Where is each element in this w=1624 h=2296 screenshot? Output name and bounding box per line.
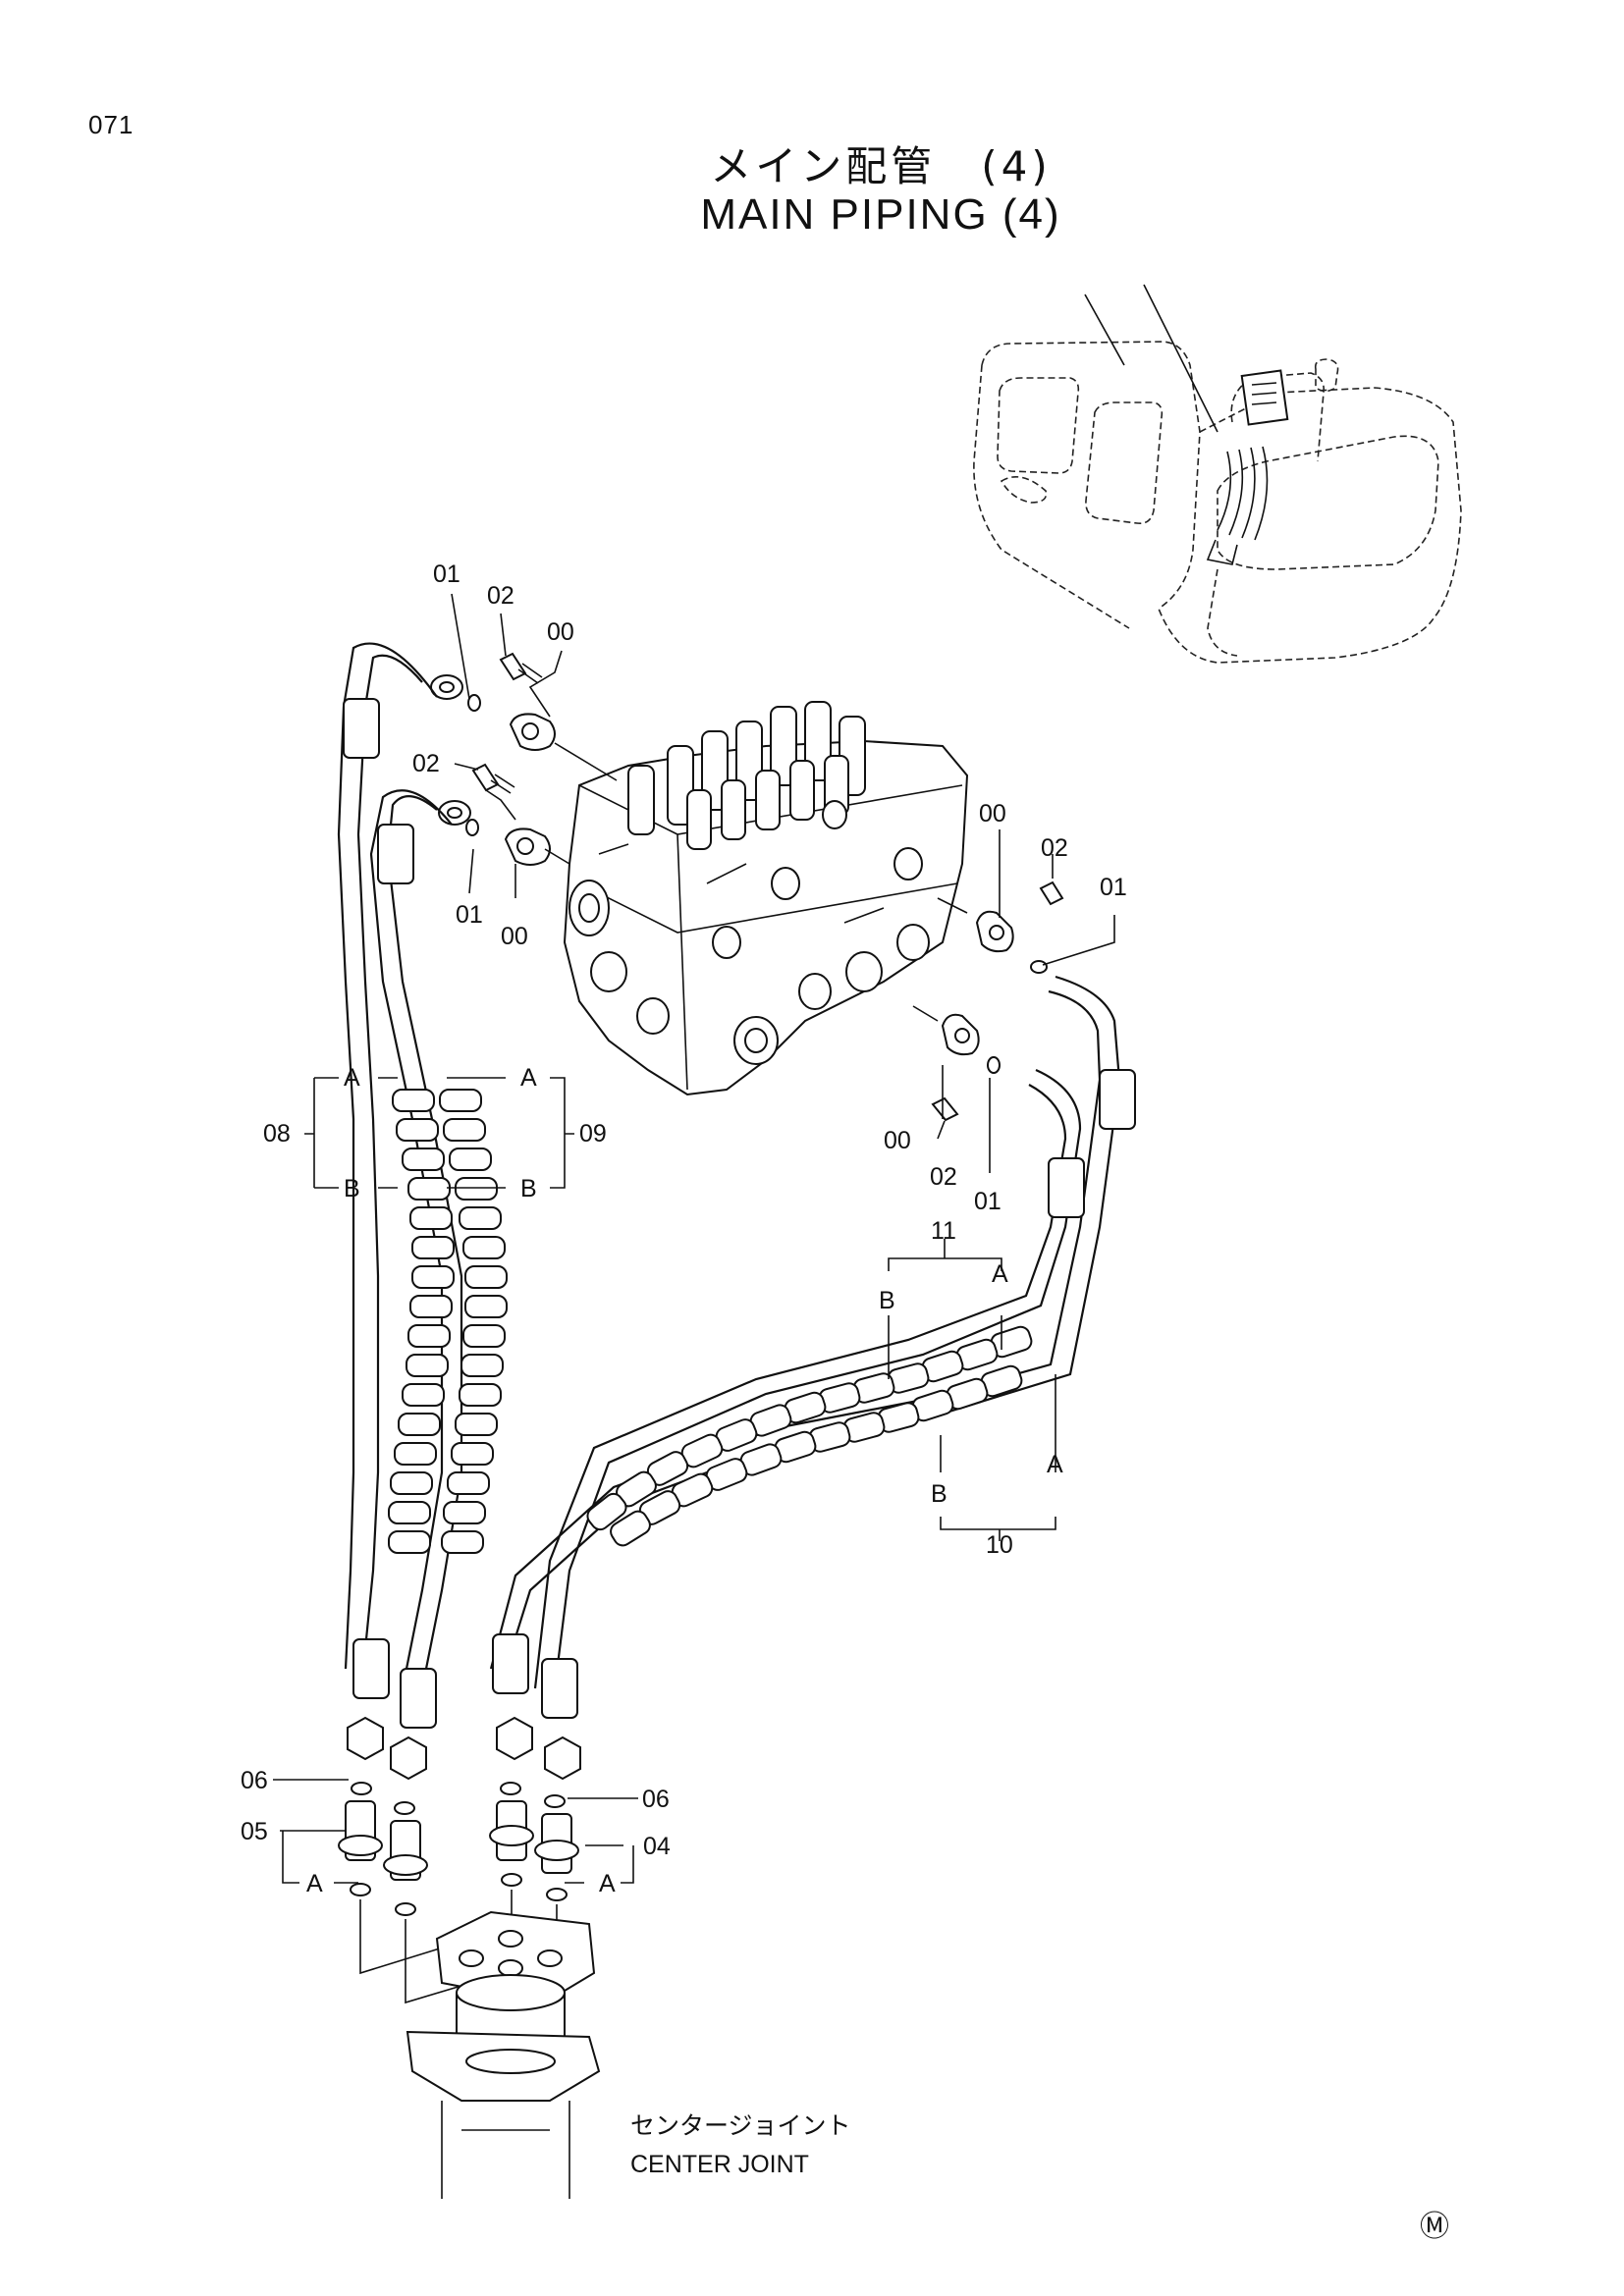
label-00-mid: 00 bbox=[501, 923, 528, 950]
label-02-right-top: 02 bbox=[1041, 834, 1068, 862]
label-02-top: 02 bbox=[487, 582, 514, 610]
label-01-mid: 01 bbox=[456, 901, 483, 929]
label-10-b: B bbox=[931, 1480, 947, 1508]
label-11: 11 bbox=[931, 1217, 956, 1245]
label-09-b: B bbox=[520, 1175, 537, 1202]
label-10-a: A bbox=[1047, 1451, 1063, 1478]
label-04: 04 bbox=[643, 1833, 671, 1860]
center-joint-illustration bbox=[406, 1910, 601, 2199]
label-00-right-top: 00 bbox=[979, 800, 1006, 828]
label-01-right-top: 01 bbox=[1100, 874, 1127, 901]
adapters-and-orings bbox=[338, 1716, 581, 2004]
label-04-a: A bbox=[599, 1870, 616, 1897]
label-01-top: 01 bbox=[433, 561, 460, 588]
hose-10 bbox=[489, 975, 1136, 1694]
label-08-a: A bbox=[344, 1064, 360, 1092]
label-08-b: B bbox=[344, 1175, 360, 1202]
label-05-a: A bbox=[306, 1870, 323, 1897]
label-09-a: A bbox=[520, 1064, 537, 1092]
label-09: 09 bbox=[579, 1120, 607, 1148]
m-mark: Ⓜ bbox=[1420, 2210, 1449, 2244]
label-00-right-bottom: 00 bbox=[884, 1127, 911, 1154]
label-11-a: A bbox=[992, 1260, 1008, 1288]
part-labels: 01 02 00 02 01 00 00 02 01 00 02 01 A B … bbox=[241, 561, 1449, 2244]
spiral-guard-left bbox=[388, 1089, 508, 1554]
label-00-top: 00 bbox=[547, 618, 574, 646]
label-02-right-bottom: 02 bbox=[930, 1163, 957, 1191]
control-valve-block bbox=[563, 701, 969, 1096]
center-joint-label-english: CENTER JOINT bbox=[630, 2151, 809, 2178]
title-japanese: メイン配管 (4) bbox=[710, 142, 1052, 190]
hose-08 bbox=[337, 642, 438, 1699]
label-06-right: 06 bbox=[642, 1786, 670, 1813]
label-11-b: B bbox=[879, 1287, 895, 1314]
hose-11 bbox=[533, 1068, 1085, 1719]
flange-fittings bbox=[430, 652, 1064, 1122]
label-10: 10 bbox=[986, 1531, 1013, 1559]
label-08: 08 bbox=[263, 1120, 291, 1148]
valve-spools bbox=[627, 701, 866, 850]
title-english: MAIN PIPING (4) bbox=[700, 190, 1061, 239]
hose-09 bbox=[369, 789, 463, 1729]
leader-lines bbox=[273, 593, 1115, 1884]
label-02-mid: 02 bbox=[412, 750, 440, 777]
spiral-guard-right bbox=[586, 1325, 1033, 1547]
page-number: 071 bbox=[88, 110, 135, 139]
label-01-right-bottom: 01 bbox=[974, 1188, 1001, 1215]
excavator-inset-illustration bbox=[973, 284, 1462, 664]
center-joint-label-japanese: センタージョイント bbox=[630, 2111, 851, 2140]
label-05: 05 bbox=[241, 1818, 268, 1845]
label-06-left: 06 bbox=[241, 1767, 268, 1794]
